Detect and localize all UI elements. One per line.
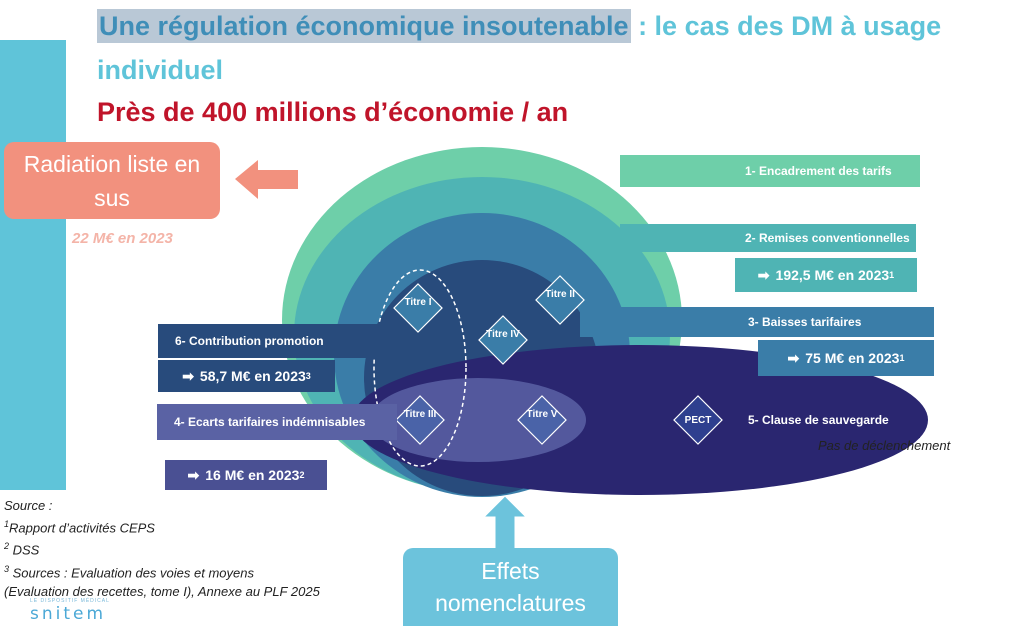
band-5-label: 5- Clause de sauvegarde	[748, 413, 889, 427]
band-6-value-text: 58,7 M€ en 2023	[199, 368, 306, 384]
diamond-label-titre-1: Titre I	[404, 297, 432, 308]
source-3b: (Evaluation des recettes, tome I), Annex…	[4, 583, 320, 599]
page-title-line2: individuel	[97, 55, 224, 85]
arrow-left-icon	[235, 160, 298, 199]
band-1-label: 1- Encadrement des tarifs	[620, 155, 920, 187]
band-3-value-text: 75 M€ en 2023	[805, 350, 900, 366]
source-1-text: Rapport d’activités CEPS	[9, 520, 155, 536]
source-3: 3 Sources : Evaluation des voies et moye…	[4, 560, 320, 582]
diamond-icon	[393, 275, 723, 445]
arrow-right-icon: ➡	[187, 466, 200, 483]
title-rest: : le cas des DM à usage	[630, 11, 942, 41]
logo-name: snitem	[30, 604, 107, 624]
diamond-label-pect: PECT	[684, 415, 712, 426]
band-4-sup: 2	[299, 470, 305, 480]
band-5-bar	[740, 404, 920, 438]
arrow-right-icon: ➡	[787, 349, 800, 366]
source-1-sup: 1	[4, 519, 10, 529]
source-2: 2 DSS	[4, 537, 320, 559]
radiation-note: 22 M€ en 2023	[72, 230, 173, 247]
band-4-value-text: 16 M€ en 2023	[205, 467, 300, 483]
effets-nomenclatures-box: Effets nomenclatures	[403, 548, 618, 626]
logo: LE DISPOSITIF MÉDICAL snitem	[30, 598, 110, 624]
band-2-sup: 1	[889, 270, 895, 280]
arrow-right-icon: ➡	[757, 266, 770, 283]
band-2-label: 2- Remises conventionnelles	[620, 224, 916, 252]
band-5-note: Pas de déclenchement	[818, 438, 951, 453]
subtitle: Près de 400 millions d’économie / an	[97, 97, 569, 127]
dashed-ellipse-titres	[373, 269, 467, 467]
arrow-right-icon: ➡	[182, 367, 194, 384]
source-3-sup: 3	[4, 563, 10, 574]
sources: Source : 1Rapport d’activités CEPS 2 DSS…	[4, 496, 320, 601]
radiation-box: Radiation liste en sus	[4, 142, 220, 219]
band-4-label: 4- Ecarts tarifaires indémnisables	[157, 404, 397, 440]
band-3-sup: 1	[899, 353, 905, 363]
page-title: Une régulation économique insoutenable :…	[97, 8, 941, 44]
title-highlight: Une régulation économique insoutenable	[97, 9, 631, 43]
band-3-label: 3- Baisses tarifaires	[580, 307, 934, 337]
band-6-label: 6- Contribution promotion	[158, 324, 403, 358]
sources-heading: Source :	[4, 498, 53, 513]
source-1: 1Rapport d’activités CEPS	[4, 515, 320, 537]
source-2-sup: 2	[4, 541, 10, 552]
diamond-label-titre-4: Titre IV	[486, 329, 520, 340]
left-accent-bar	[0, 40, 66, 490]
arrow-up-icon	[482, 495, 528, 551]
diamond-label-titre-2: Titre II	[545, 289, 575, 300]
band-2-value-text: 192,5 M€ en 2023	[775, 267, 890, 283]
ellipse-ecarts	[370, 378, 586, 462]
source-3-text: Sources : Evaluation des voies et moyens	[9, 564, 254, 580]
band-6-sup: 3	[305, 371, 311, 381]
diamond-label-titre-5: Titre V	[526, 409, 558, 420]
logo-tagline: LE DISPOSITIF MÉDICAL	[30, 598, 110, 604]
diamond-label-titre-3: Titre III	[403, 409, 437, 420]
source-2-text: DSS	[9, 542, 40, 558]
